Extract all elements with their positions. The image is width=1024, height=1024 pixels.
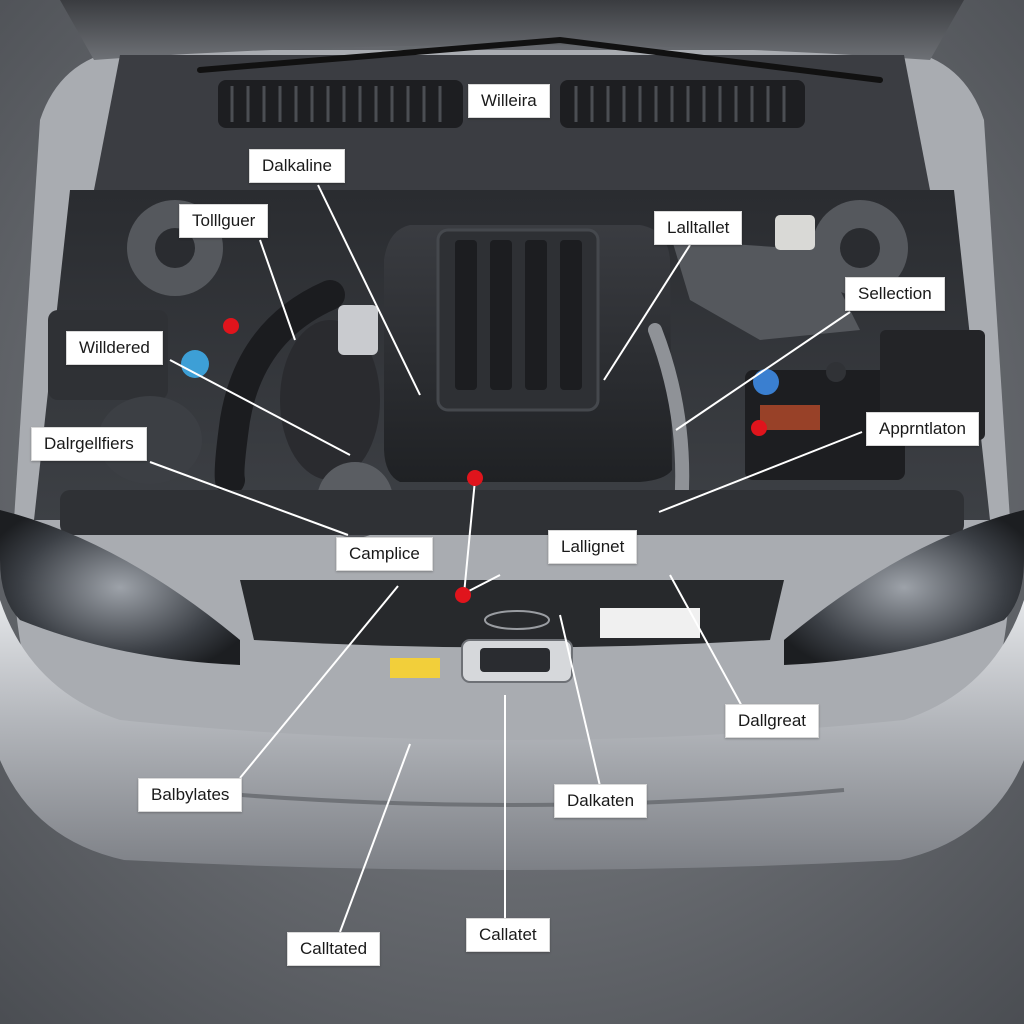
callout-label: Tolllguer: [179, 204, 269, 238]
marker-points: [223, 318, 767, 603]
intake-hose: [214, 280, 345, 495]
headlight-right: [784, 510, 1024, 665]
callout-label: Willeira: [468, 84, 550, 118]
callout-label: Dalrgellfiers: [31, 427, 147, 461]
red-marker: [467, 470, 483, 486]
headlight-left: [0, 510, 240, 665]
battery-sticker: [760, 405, 820, 430]
engine-cover-panel: [436, 228, 600, 412]
callout-label: Sellection: [845, 277, 945, 311]
blue-cap-left: [181, 350, 209, 378]
red-marker: [751, 420, 767, 436]
vent-slats: [230, 86, 786, 122]
housing-left: [98, 396, 202, 484]
radiator-support: [60, 490, 964, 535]
blue-cap-right: [753, 369, 779, 395]
warning-sticker: [390, 658, 440, 678]
lower-bumper-crease: [179, 788, 845, 807]
throttle-body: [280, 320, 380, 480]
callout-label: Dalkaline: [249, 149, 345, 183]
callout-label: Calltated: [287, 932, 381, 966]
reservoir-right: [775, 215, 815, 250]
battery: [745, 370, 905, 480]
wiper-arm: [197, 36, 883, 83]
intake-manifold-right: [672, 240, 860, 340]
cowl-vent-right: [560, 80, 805, 128]
grille-emblem: [484, 610, 550, 630]
red-marker: [223, 318, 239, 334]
red-marker: [455, 587, 471, 603]
callout-label: Dalkaten: [554, 784, 648, 818]
front-bumper: [0, 600, 1024, 870]
callout-label: Balbylates: [138, 778, 243, 812]
engine-cover-ribs: [455, 240, 582, 390]
callout-label: Callatet: [466, 918, 550, 952]
callout-label: Lalltallet: [654, 211, 743, 245]
leader-lines: [149, 184, 863, 933]
cowl-vent-left: [218, 80, 463, 128]
callout-label: Willdered: [66, 331, 163, 365]
fill-cap: [338, 305, 378, 355]
callout-label: Dallgreat: [725, 704, 820, 738]
info-sticker: [600, 608, 700, 638]
front-grille: [240, 580, 784, 648]
callout-label: Lallignet: [548, 530, 638, 564]
callout-label: Apprntlaton: [866, 412, 979, 446]
open-hood: [60, 0, 964, 60]
callout-label: Camplice: [336, 537, 433, 571]
